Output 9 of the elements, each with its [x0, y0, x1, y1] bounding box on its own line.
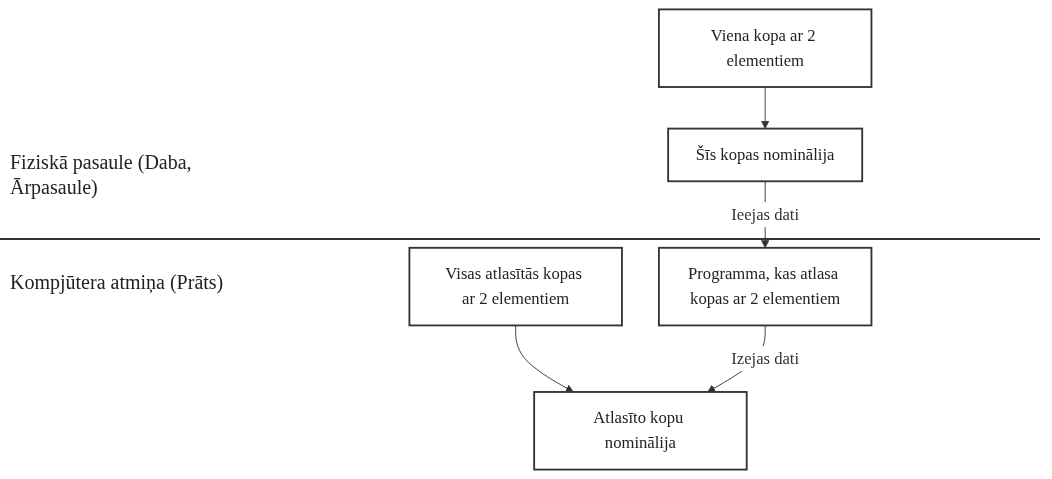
node-box: Atlasīto kopu nominālija — [532, 391, 748, 471]
edge-label: Ieejas dati — [730, 204, 799, 224]
node-box: Visas atlasītās kopas ar 2 elementiem — [408, 246, 623, 327]
region-label: Fiziskā pasaule (Daba, Ārpasaule) — [10, 150, 193, 200]
node-box: Programma, kas atlasa kopas ar 2 elementiem — [657, 246, 872, 327]
edge-label: Izejas dati — [730, 349, 799, 368]
region-label: Kompjūtera atmiņa (Prāts) — [10, 270, 225, 295]
node-box: Viena kopa ar 2 elementiem — [657, 8, 872, 88]
node-box: Šīs kopas nominālija — [666, 127, 863, 183]
